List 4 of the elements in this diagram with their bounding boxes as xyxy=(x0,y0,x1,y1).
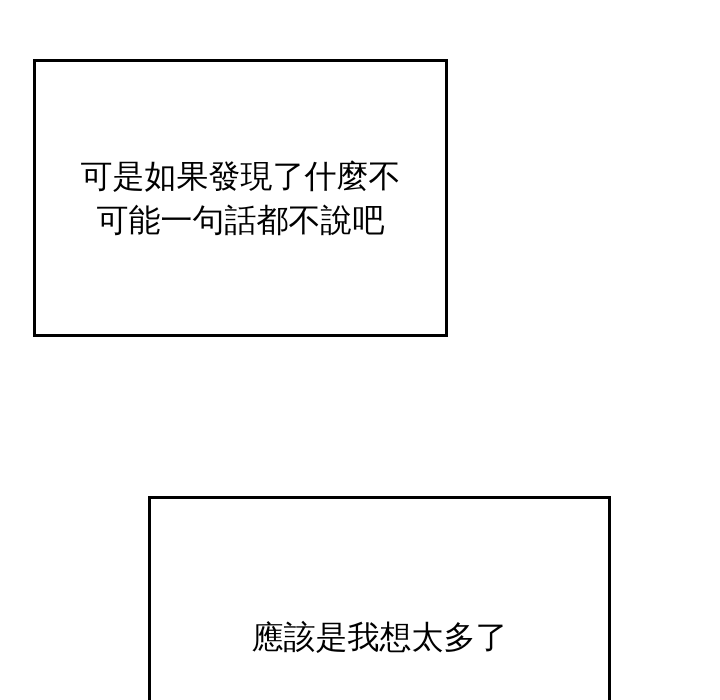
caption-text: 可是如果發現了什麼不可能一句話都不說吧 xyxy=(80,156,402,241)
caption-box xyxy=(148,496,611,700)
caption-box xyxy=(33,59,448,337)
caption-text: 應該是我想太多了 xyxy=(252,617,508,658)
